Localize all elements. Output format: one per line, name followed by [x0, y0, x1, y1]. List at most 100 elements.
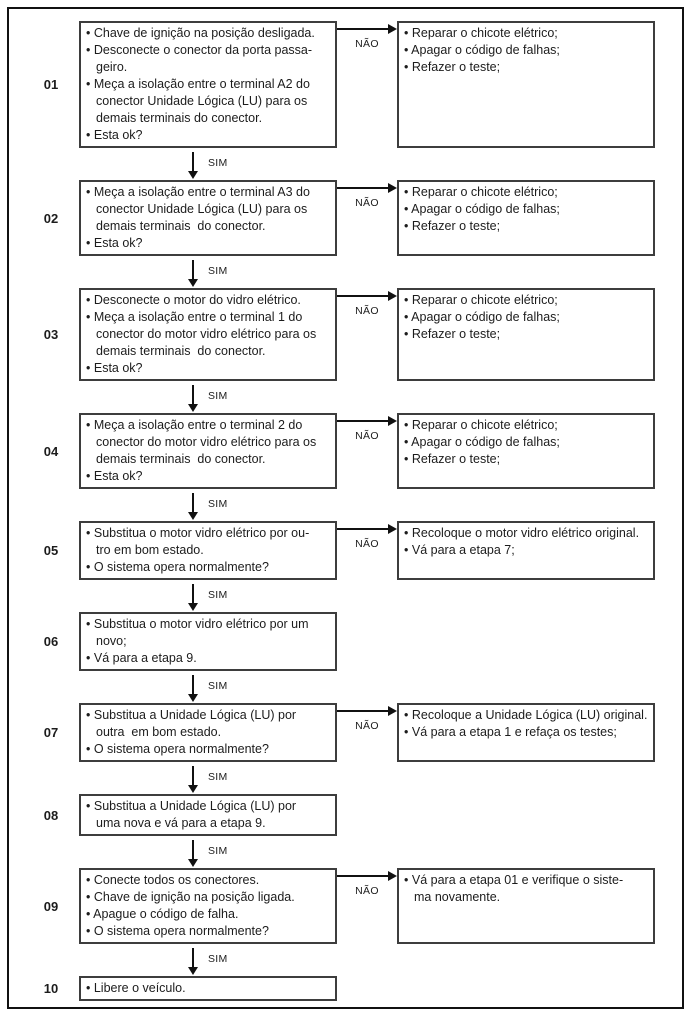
bullet-item: Conecte todos os conectores.	[86, 872, 330, 889]
step-05-result-bullets: Recoloque o motor vidro elétrico origina…	[404, 525, 648, 559]
step-number-02: 02	[43, 210, 59, 226]
bullet-item: Reparar o chicote elétrico;	[404, 184, 648, 201]
step-08-bullets: Substitua a Unidade Lógica (LU) por uma …	[86, 798, 330, 832]
bullet-item: Apagar o código de falhas;	[404, 42, 648, 59]
step-09-bullets: Conecte todos os conectores.Chave de ign…	[86, 872, 330, 940]
sim-connector-04: SIM	[9, 489, 682, 521]
nao-label: NÃO	[355, 885, 379, 897]
sim-label: SIM	[208, 953, 228, 965]
sim-arrow-icon	[188, 584, 198, 611]
nao-arrow-icon	[337, 291, 397, 301]
bullet-item: O sistema opera normalmente?	[86, 923, 330, 940]
step-09-result-bullets: Vá para a etapa 01 e verifique o siste- …	[404, 872, 648, 906]
sim-connector-06: SIM	[9, 671, 682, 703]
bullet-item: Libere o veículo.	[86, 980, 330, 997]
bullet-item: Recoloque a Unidade Lógica (LU) original…	[404, 707, 648, 724]
step-04-result-bullets: Reparar o chicote elétrico;Apagar o códi…	[404, 417, 648, 468]
bullet-item: Vá para a etapa 9.	[86, 650, 330, 667]
nao-link-02: NÃO	[337, 180, 397, 209]
step-02-box: Meça a isolação entre o terminal A3 do c…	[79, 180, 337, 256]
step-07-bullets: Substitua a Unidade Lógica (LU) por outr…	[86, 707, 330, 758]
bullet-item: Vá para a etapa 7;	[404, 542, 648, 559]
bullet-item: Substitua o motor vidro elétrico por ou-…	[86, 525, 330, 559]
bullet-item: Meça a isolação entre o terminal A3 do c…	[86, 184, 330, 235]
step-number-08: 08	[43, 807, 59, 823]
bullet-item: Recoloque o motor vidro elétrico origina…	[404, 525, 648, 542]
sim-arrow-icon	[188, 675, 198, 702]
sim-arrow-icon	[188, 493, 198, 520]
step-05-bullets: Substitua o motor vidro elétrico por ou-…	[86, 525, 330, 576]
bullet-item: Reparar o chicote elétrico;	[404, 292, 648, 309]
outer-frame: 01 Chave de ignição na posição desligada…	[7, 7, 684, 1009]
step-number-03: 03	[43, 327, 59, 342]
nao-arrow-icon	[337, 183, 397, 193]
step-number-06: 06	[43, 634, 59, 649]
bullet-item: Meça a isolação entre o terminal 1 do co…	[86, 309, 330, 360]
step-number-09: 09	[43, 898, 59, 914]
bullet-item: Refazer o teste;	[404, 326, 648, 343]
sim-arrow-icon	[188, 152, 198, 179]
step-08-box: Substitua a Unidade Lógica (LU) por uma …	[79, 794, 337, 836]
step-05-result-box: Recoloque o motor vidro elétrico origina…	[397, 521, 655, 580]
bullet-item: Reparar o chicote elétrico;	[404, 25, 648, 42]
bullet-item: Meça a isolação entre o terminal 2 do co…	[86, 417, 330, 468]
step-06-box: Substitua o motor vidro elétrico por um …	[79, 612, 337, 671]
sim-arrow-icon	[188, 948, 198, 975]
step-10-bullets: Libere o veículo.	[86, 980, 330, 997]
bullet-item: Meça a isolação entre o terminal A2 do c…	[86, 76, 330, 127]
flow-row-08: 08 Substitua a Unidade Lógica (LU) por u…	[9, 794, 682, 836]
step-07-result-bullets: Recoloque a Unidade Lógica (LU) original…	[404, 707, 648, 741]
step-number-10: 10	[43, 981, 59, 996]
step-09-box: Conecte todos os conectores.Chave de ign…	[79, 868, 337, 944]
nao-link-04: NÃO	[337, 413, 397, 442]
step-09-result-box: Vá para a etapa 01 e verifique o siste- …	[397, 868, 655, 944]
flow-row-09: 09 Conecte todos os conectores.Chave de …	[9, 868, 682, 944]
bullet-item: Esta ok?	[86, 468, 330, 485]
bullet-item: Desconecte o motor do vidro elétrico.	[86, 292, 330, 309]
step-number-07: 07	[43, 725, 59, 740]
nao-link-03: NÃO	[337, 288, 397, 317]
flow-row-04: 04 Meça a isolação entre o terminal 2 do…	[9, 413, 682, 489]
flow-row-05: 05 Substitua o motor vidro elétrico por …	[9, 521, 682, 580]
flow-row-01: 01 Chave de ignição na posição desligada…	[9, 21, 682, 148]
step-number-04: 04	[43, 443, 59, 459]
step-06-bullets: Substitua o motor vidro elétrico por um …	[86, 616, 330, 667]
flow-row-07: 07 Substitua a Unidade Lógica (LU) por o…	[9, 703, 682, 762]
nao-link-05: NÃO	[337, 521, 397, 550]
sim-arrow-icon	[188, 260, 198, 287]
step-03-bullets: Desconecte o motor do vidro elétrico.Meç…	[86, 292, 330, 377]
bullet-item: Esta ok?	[86, 127, 330, 144]
bullet-item: Apague o código de falha.	[86, 906, 330, 923]
sim-label: SIM	[208, 589, 228, 601]
step-05-box: Substitua o motor vidro elétrico por ou-…	[79, 521, 337, 580]
step-07-result-box: Recoloque a Unidade Lógica (LU) original…	[397, 703, 655, 762]
nao-link-07: NÃO	[337, 703, 397, 732]
sim-connector-03: SIM	[9, 381, 682, 413]
step-number-05: 05	[43, 543, 59, 558]
sim-connector-05: SIM	[9, 580, 682, 612]
step-04-box: Meça a isolação entre o terminal 2 do co…	[79, 413, 337, 489]
bullet-item: Vá para a etapa 1 e refaça os testes;	[404, 724, 648, 741]
sim-label: SIM	[208, 771, 228, 783]
sim-label: SIM	[208, 680, 228, 692]
step-02-bullets: Meça a isolação entre o terminal A3 do c…	[86, 184, 330, 252]
bullet-item: O sistema opera normalmente?	[86, 559, 330, 576]
nao-arrow-icon	[337, 706, 397, 716]
sim-connector-07: SIM	[9, 762, 682, 794]
step-03-result-box: Reparar o chicote elétrico;Apagar o códi…	[397, 288, 655, 381]
step-07-box: Substitua a Unidade Lógica (LU) por outr…	[79, 703, 337, 762]
nao-arrow-icon	[337, 416, 397, 426]
step-01-result-box: Reparar o chicote elétrico;Apagar o códi…	[397, 21, 655, 148]
nao-arrow-icon	[337, 871, 397, 881]
bullet-item: Refazer o teste;	[404, 59, 648, 76]
sim-label: SIM	[208, 498, 228, 510]
bullet-item: Substitua a Unidade Lógica (LU) por uma …	[86, 798, 330, 832]
bullet-item: Desconecte o conector da porta passa- ge…	[86, 42, 330, 76]
bullet-item: Chave de ignição na posição ligada.	[86, 889, 330, 906]
step-03-result-bullets: Reparar o chicote elétrico;Apagar o códi…	[404, 292, 648, 343]
bullet-item: Esta ok?	[86, 360, 330, 377]
step-10-box: Libere o veículo.	[79, 976, 337, 1001]
sim-label: SIM	[208, 390, 228, 402]
bullet-item: Substitua o motor vidro elétrico por um …	[86, 616, 330, 650]
